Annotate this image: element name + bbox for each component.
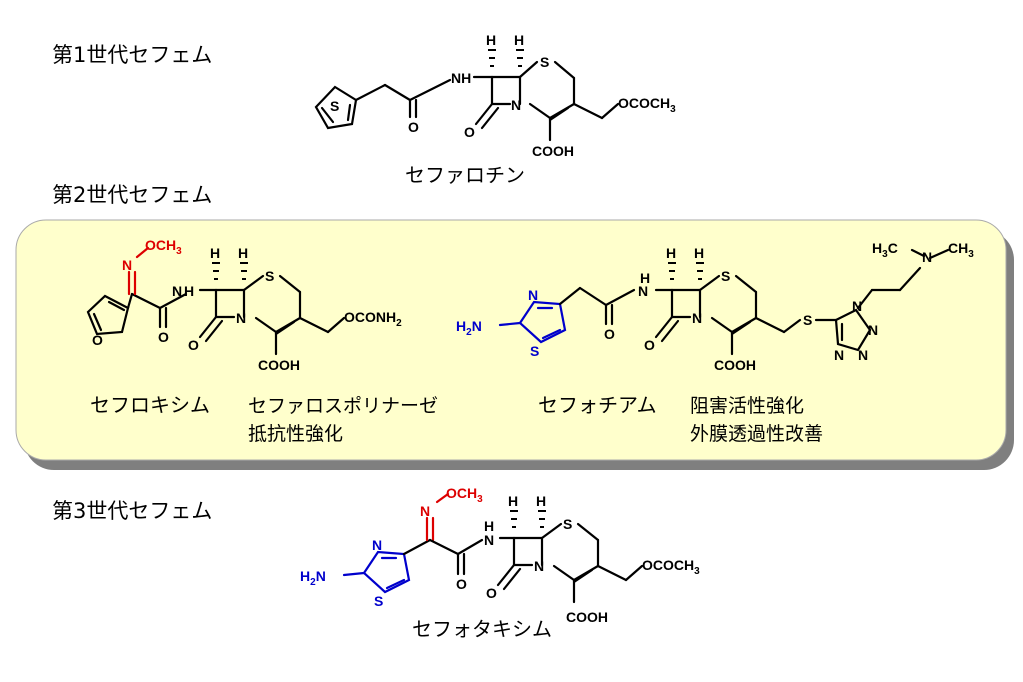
second-generation-panel	[15, 219, 1007, 461]
cefotaxime-structure	[342, 492, 644, 604]
cefalotin-amide-o-label: O	[408, 119, 419, 135]
cefalotin-cooh-label: COOH	[532, 143, 574, 159]
cefotaxime-methoxy-label: OCH3	[446, 485, 483, 505]
cefotiam-name: セフォチアム	[538, 393, 657, 417]
cefalotin-name: セファロチン	[405, 163, 525, 187]
cefotaxime-lactam-n-label: N	[534, 558, 544, 574]
cefuroxime-structure	[86, 246, 346, 356]
third-generation-heading: 第3世代セフェム	[52, 499, 212, 523]
cefalotin-structure	[314, 49, 620, 142]
cefotiam-structure	[498, 248, 950, 356]
cefotaxime-amine-label: H2N	[300, 568, 326, 588]
cefotiam-h1-label: H	[666, 245, 676, 261]
tetrazole-n1-label: N	[852, 298, 862, 314]
cefotaxime-acetoxy-label: OCOCH3	[642, 557, 700, 577]
tetrazole-n4-label: N	[834, 347, 844, 363]
tetrazole-ring	[834, 308, 872, 352]
cefotiam-lactam-n-label: N	[692, 310, 702, 326]
cefotiam-h2-label: H	[694, 245, 704, 261]
cefotaxime-amide-o-label: O	[456, 576, 467, 592]
cefuroxime-nh-label: H	[184, 283, 194, 299]
cefotaxime-cooh-label: COOH	[566, 609, 608, 625]
cefotiam-note-line2: 外膜透過性改善	[690, 423, 823, 445]
cefotaxime-h2-label: H	[536, 493, 546, 509]
cefotiam-note-line1: 阻害活性強化	[690, 395, 804, 417]
cefotaxime-nh-label: H	[484, 518, 494, 534]
cefotaxime-name: セフォタキシム	[412, 617, 552, 641]
cefotiam-dimethyl-h3c-label: H3C	[872, 240, 898, 260]
cefotiam-nh-label: H	[640, 270, 650, 286]
first-generation-heading: 第1世代セフェム	[52, 43, 212, 67]
cefalotin-nh-label: NH	[451, 70, 471, 86]
cefuroxime-amide-o-label: O	[158, 329, 169, 345]
cefotaxime-thiazole-s-label: S	[374, 593, 383, 609]
tetrazole-n2-label: N	[868, 322, 878, 338]
thiophene-s-label: S	[330, 98, 339, 114]
cefotaxime-thiazole-n-label: N	[372, 537, 382, 553]
cefotaxime-oxime-n-label: N	[420, 503, 430, 519]
cefotaxime-h1-label: H	[508, 493, 518, 509]
cefalotin-ring-s-label: S	[540, 54, 549, 70]
cefuroxime-name: セフロキシム	[90, 393, 210, 417]
cefuroxime-h1-label: H	[210, 245, 220, 261]
cefotiam-lactam-o-label: O	[644, 337, 655, 353]
cefuroxime-lactam-o-label: O	[188, 337, 199, 353]
cefotiam-cooh-label: COOH	[714, 357, 756, 373]
cefotiam-n-label: N	[638, 283, 648, 299]
cefuroxime-n-label: N	[172, 283, 182, 299]
cefalotin-h1-label: H	[486, 32, 496, 48]
cefuroxime-oxime-n-label: N	[122, 257, 132, 273]
cefuroxime-note-line1: セファロスポリナーゼ	[248, 395, 438, 417]
cefotiam-thiazole-n-label: N	[528, 287, 538, 303]
furan-o-label: O	[92, 332, 103, 348]
cefuroxime-ring-s-label: S	[265, 268, 274, 284]
cefotiam-amine-label: H2N	[456, 318, 482, 338]
cefotiam-amide-o-label: O	[604, 326, 615, 342]
cefuroxime-cooh-label: COOH	[258, 357, 300, 373]
cefuroxime-h2-label: H	[238, 245, 248, 261]
cefuroxime-lactam-n-label: N	[236, 310, 246, 326]
cefalotin-acetoxy-label: OCOCH3	[618, 95, 676, 115]
cefuroxime-note-line2: 抵抗性強化	[248, 423, 343, 445]
aminothiazole-ring	[518, 300, 567, 344]
cefotaxime-ring-s-label: S	[563, 516, 572, 532]
cefalotin-lactam-o-label: O	[464, 124, 475, 140]
cefotiam-ring-s-label: S	[721, 268, 730, 284]
cefotaxime-aminothiazole-ring	[362, 550, 411, 594]
cefotaxime-n-label: N	[484, 532, 494, 548]
thiophene-ring	[314, 85, 358, 130]
cefuroxime-carbamoyloxy-label: OCONH2	[344, 309, 402, 329]
cefalotin-lactam-n-label: N	[511, 97, 521, 113]
tetrazole-n3-label: N	[858, 347, 868, 363]
cefotiam-ch3-label: CH3	[948, 240, 974, 260]
cefotiam-thiazole-s-label: S	[530, 343, 539, 359]
cefotiam-dimethyl-n-label: N	[922, 249, 932, 265]
cefotiam-thioether-s-label: S	[803, 312, 812, 328]
cefotaxime-lactam-o-label: O	[486, 585, 497, 601]
furan-ring	[86, 294, 130, 336]
cefalotin-h2-label: H	[514, 32, 524, 48]
cefuroxime-methoxy-label: OCH3	[145, 237, 182, 257]
second-generation-heading: 第2世代セフェム	[52, 183, 212, 207]
